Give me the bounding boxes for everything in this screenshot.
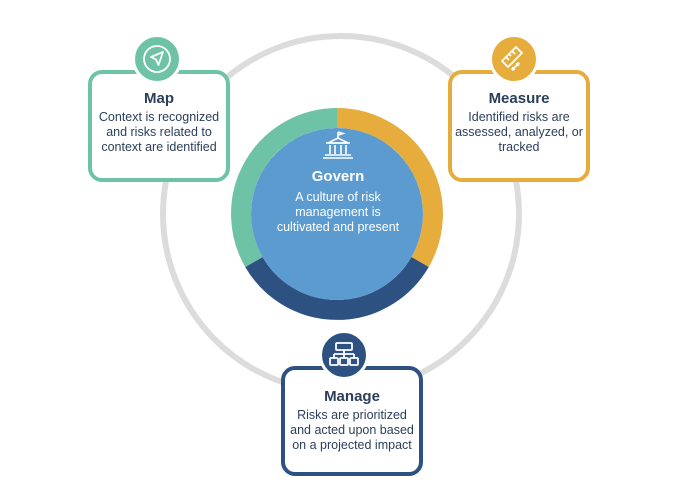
ring-segment-measure <box>336 108 443 267</box>
ring-segment-manage <box>245 256 429 320</box>
govern-core <box>251 128 423 300</box>
govern-center: Govern A culture of risk management is c… <box>256 130 420 235</box>
ruler-icon <box>501 46 523 71</box>
map-card: Map Context is recognized and risks rela… <box>88 70 230 182</box>
map-title: Map <box>144 90 174 107</box>
govern-title: Govern <box>311 168 365 185</box>
manage-title: Manage <box>324 388 380 405</box>
manage-card: Manage Risks are prioritized and acted u… <box>281 366 423 476</box>
map-badge <box>132 34 182 84</box>
navigation-arrow-icon <box>143 45 171 73</box>
institution-icon <box>323 131 353 159</box>
manage-description: Risks are prioritized and acted upon bas… <box>290 408 414 452</box>
ring-segment-map <box>231 108 338 267</box>
hierarchy-icon <box>329 342 359 366</box>
map-description: Context is recognized and risks related … <box>98 110 220 154</box>
measure-card: Measure Identified risks are assessed, a… <box>448 70 590 182</box>
govern-description: A culture of risk management is cultivat… <box>276 190 400 234</box>
measure-badge <box>489 34 539 84</box>
measure-description: Identified risks are assessed, analyzed,… <box>455 110 583 154</box>
manage-badge <box>319 330 369 380</box>
measure-title: Measure <box>488 90 550 107</box>
